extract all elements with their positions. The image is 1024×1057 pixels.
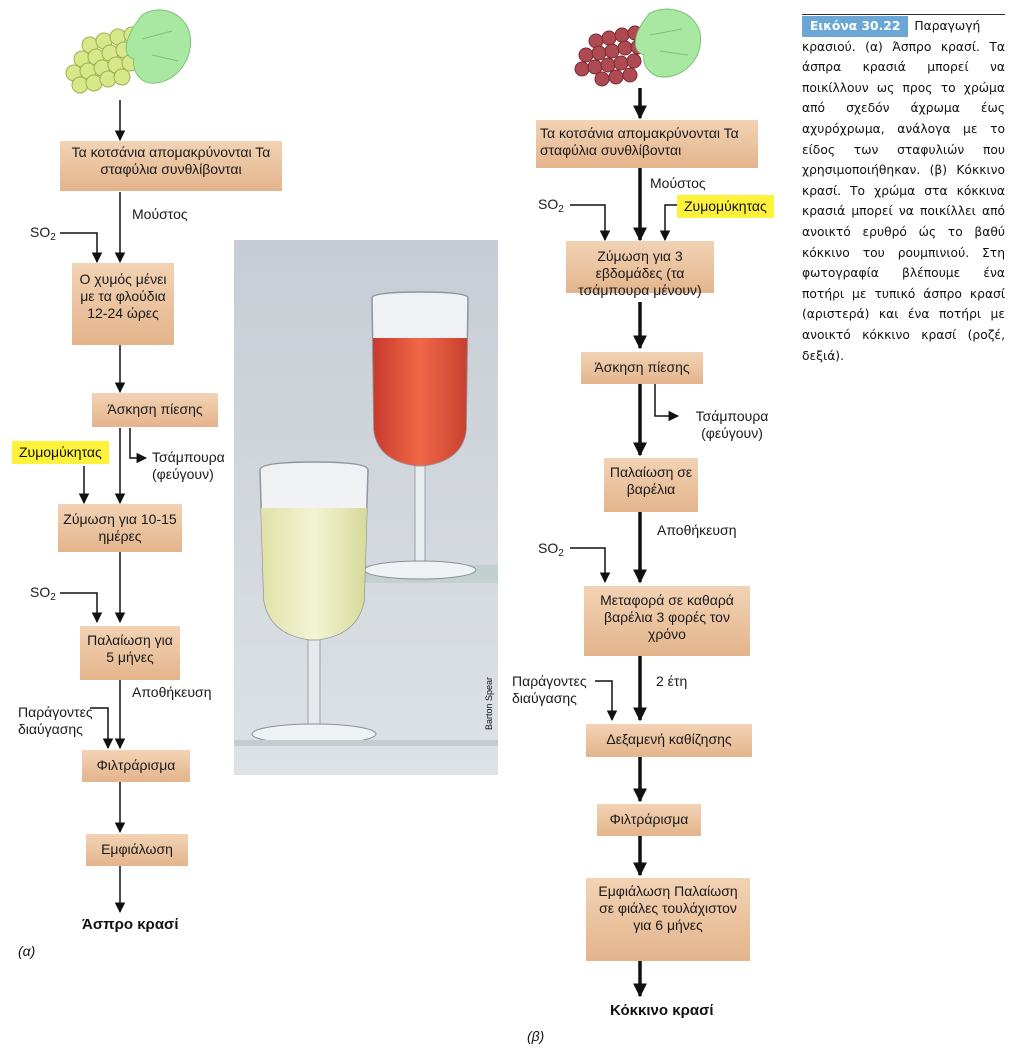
white-step-pressing: Άσκηση πίεσης [92, 393, 218, 427]
red-step-fermentation: Ζύμωση για 3 εβδομάδες (τα τσάμπουρα μέν… [566, 241, 714, 298]
white-step-filtering: Φιλτράρισμα [82, 750, 190, 782]
white-yeast-label: Ζυμομύκητας [12, 441, 109, 464]
red-storage-label: Αποθήκευση [657, 522, 737, 538]
red-step-bottling: Εμφιάλωση Παλαίωση σε φιάλες τουλάχιστον… [586, 878, 750, 961]
red-grapes-icon [574, 8, 702, 87]
red-pomace-label: Τσάμπουρα (φεύγουν) [695, 408, 769, 441]
white-step-destem-crush: Τα κοτσάνια απομακρύνονται Τα σταφύλια σ… [60, 141, 282, 191]
panel-label-a: (α) [18, 943, 36, 959]
red-wine-result: Κόκκινο κρασί [610, 1002, 714, 1019]
white-storage-label: Αποθήκευση [132, 684, 212, 700]
red-step-racking: Μεταφορά σε καθαρά βαρέλια 3 φορές τον χ… [584, 586, 750, 656]
caption-rule [802, 14, 1005, 15]
white-grapes-icon [65, 9, 192, 94]
red-so2-label-2: SO2 [538, 540, 564, 559]
red-yeast-label: Ζυμομύκητας [677, 195, 774, 218]
red-step-filtering: Φιλτράρισμα [597, 804, 701, 836]
red-must-label: Μούστος [650, 175, 706, 191]
white-wine-result: Άσπρο κρασί [82, 916, 179, 933]
wine-glasses-photo [234, 240, 498, 775]
panel-label-b: (β) [527, 1028, 545, 1044]
white-step-bottling: Εμφιάλωση [86, 834, 188, 866]
red-fining-label: Παράγοντες διαύγασης [512, 673, 587, 706]
red-step-pressing: Άσκηση πίεσης [581, 352, 703, 384]
photo-credit: Barton Spear [484, 676, 494, 730]
white-step-aging: Παλαίωση για 5 μήνες [80, 626, 180, 680]
white-step-skin-contact: Ο χυμός μένει με τα φλούδια 12-24 ώρες [72, 263, 174, 345]
white-step-fermentation: Ζύμωση για 10-15 ημέρες [58, 504, 182, 552]
white-fining-label: Παράγοντες διαύγασης [18, 704, 93, 737]
white-so2-label-2: SO2 [30, 584, 56, 603]
red-step-destem-crush: Τα κοτσάνια απομακρύνονται Τα σταφύλια σ… [536, 120, 758, 168]
white-so2-label-1: SO2 [30, 224, 56, 243]
red-step-settling-tank: Δεξαμενή καθίζησης [586, 724, 752, 757]
red-years-label: 2 έτη [656, 673, 688, 689]
white-must-label: Μούστος [132, 206, 188, 222]
red-so2-label-1: SO2 [538, 196, 564, 215]
white-pomace-label: Τσάμπουρα (φεύγουν) [152, 449, 225, 482]
caption-text: Παραγωγή κρασιού. (α) Άσπρο κρασί. Τα άσ… [802, 19, 1005, 363]
figure-number-badge: Εικόνα 30.22 [802, 16, 909, 37]
red-step-barrel-aging: Παλαίωση σε βαρέλια [604, 458, 698, 512]
